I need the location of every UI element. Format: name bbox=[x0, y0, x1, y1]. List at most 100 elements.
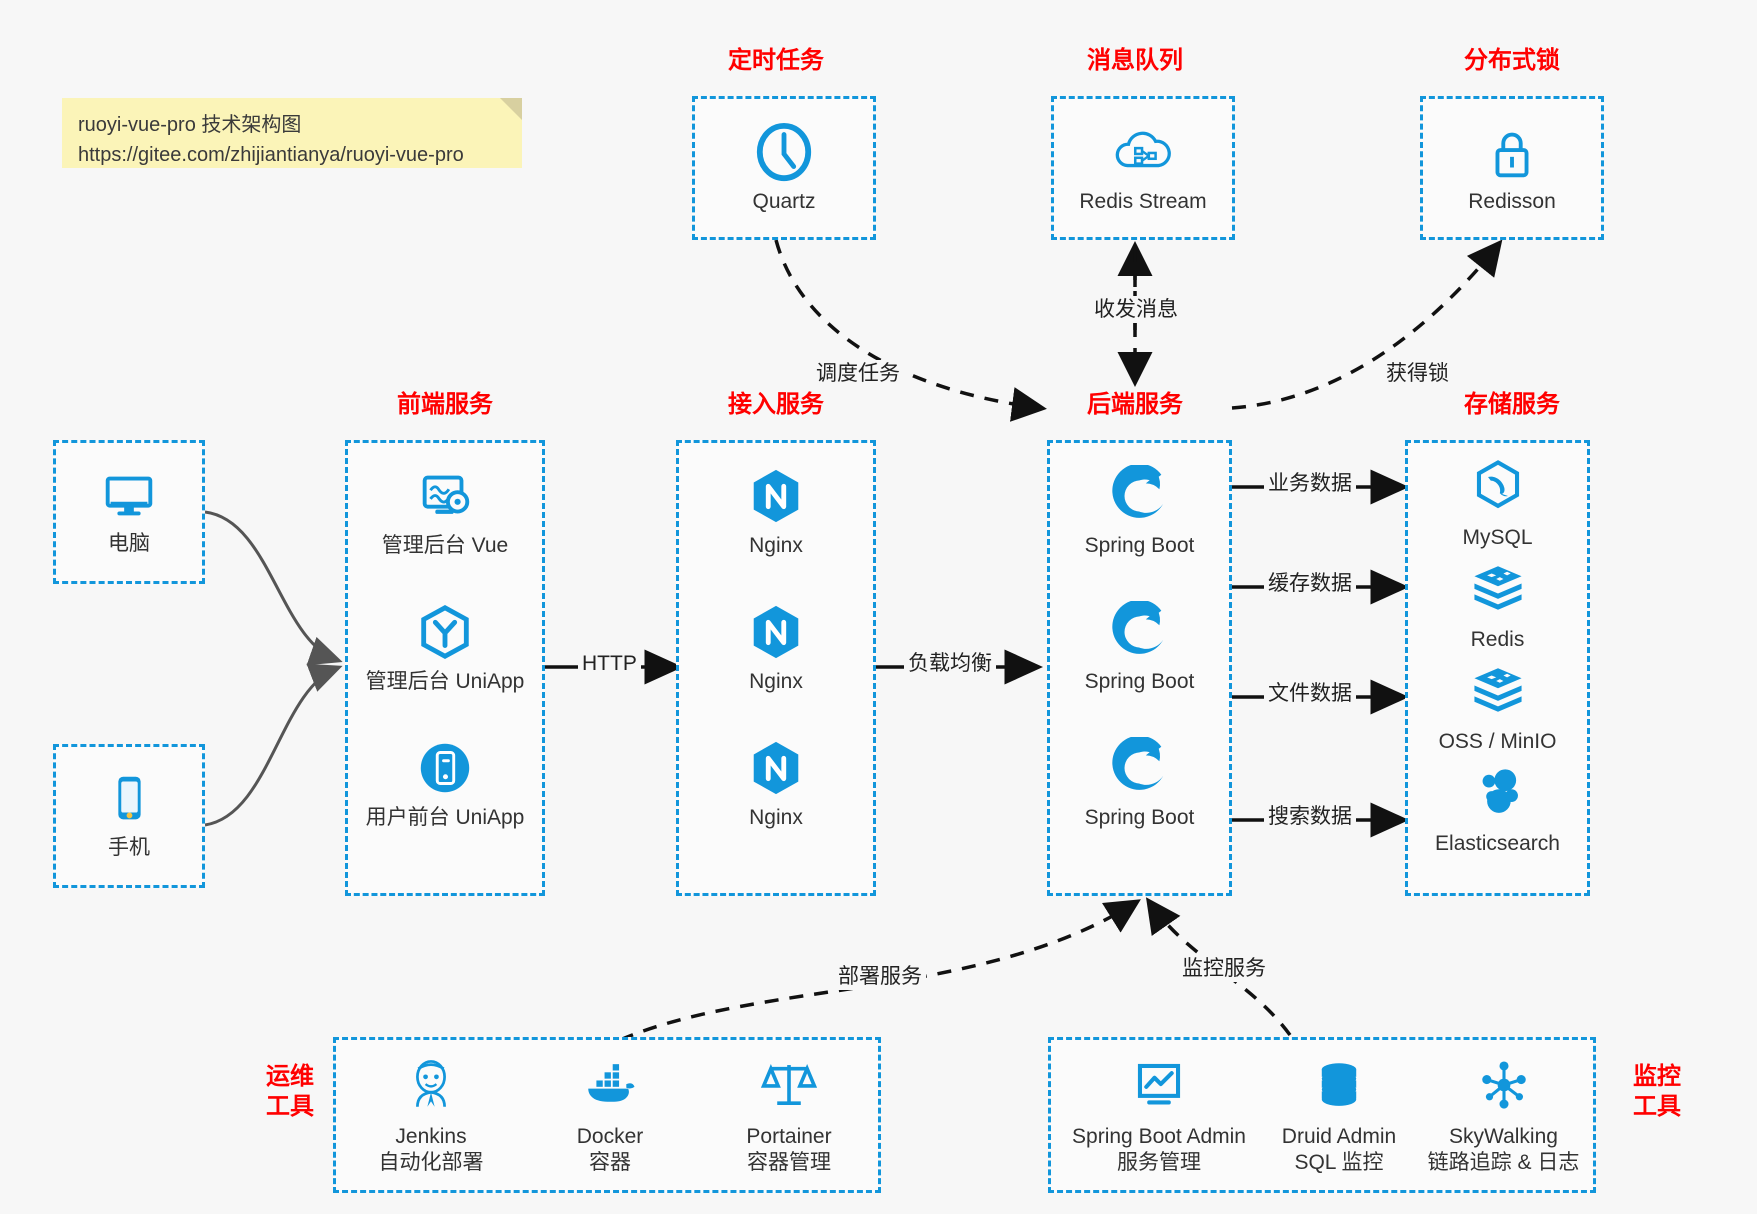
lock-icon bbox=[1481, 121, 1543, 183]
node-sublabel-jenkins: 自动化部署 bbox=[378, 1151, 484, 1175]
redis-stack-icon bbox=[1467, 559, 1529, 621]
node-box-quartz[interactable]: Quartz bbox=[692, 96, 876, 240]
group-title-scheduled-task: 定时任务 bbox=[728, 47, 824, 74]
node-box-frontend-service[interactable]: 管理后台 Vue 管理后台 UniApp 用户前台 UniApp bbox=[345, 440, 545, 896]
node-label-mysql: MySQL bbox=[1462, 526, 1533, 549]
node-label-spring-boot-admin: Spring Boot Admin bbox=[1072, 1125, 1246, 1148]
cell-nginx-2[interactable]: Nginx bbox=[679, 601, 873, 695]
cell-druid-admin[interactable]: Druid Admin SQL 监控 bbox=[1249, 1056, 1429, 1177]
cell-phone: 手机 bbox=[56, 767, 202, 861]
node-box-desktop[interactable]: 电脑 bbox=[53, 440, 205, 584]
note-line-2: https://gitee.com/zhijiantianya/ruoyi-vu… bbox=[78, 144, 464, 166]
node-box-redisson[interactable]: Redisson bbox=[1420, 96, 1604, 240]
edge-label-cache-data: 缓存数据 bbox=[1264, 570, 1356, 598]
cell-spring-boot-1[interactable]: Spring Boot bbox=[1050, 463, 1229, 559]
note-dogear-icon bbox=[500, 98, 522, 120]
node-label-elasticsearch: Elasticsearch bbox=[1435, 832, 1560, 855]
edge-label-acquire-lock: 获得锁 bbox=[1382, 360, 1453, 388]
cell-admin-uniapp[interactable]: 管理后台 UniApp bbox=[348, 601, 542, 695]
edge-label-http: HTTP bbox=[578, 650, 641, 678]
cell-skywalking[interactable]: SkyWalking 链路追踪 & 日志 bbox=[1411, 1056, 1596, 1177]
node-label-spring-boot-3: Spring Boot bbox=[1084, 806, 1195, 829]
monitor-chart-icon bbox=[1128, 1056, 1190, 1118]
cell-spring-boot-admin[interactable]: Spring Boot Admin 服务管理 bbox=[1059, 1056, 1259, 1177]
spring-leaf-icon bbox=[1109, 463, 1171, 527]
cell-spring-boot-3[interactable]: Spring Boot bbox=[1050, 735, 1229, 831]
cell-mysql[interactable]: MySQL bbox=[1408, 457, 1587, 551]
node-label-skywalking: SkyWalking bbox=[1449, 1125, 1558, 1148]
node-label-user-uniapp: 用户前台 UniApp bbox=[365, 806, 525, 829]
node-box-backend-service[interactable]: Spring Boot Spring Boot Spring Boot bbox=[1047, 440, 1232, 896]
cell-desktop: 电脑 bbox=[56, 463, 202, 557]
node-box-monitor-tools[interactable]: Spring Boot Admin 服务管理 Druid Admin SQL 监… bbox=[1048, 1037, 1596, 1193]
cell-jenkins[interactable]: Jenkins 自动化部署 bbox=[346, 1056, 516, 1177]
edge-label-monitor-service: 监控服务 bbox=[1178, 955, 1270, 983]
dashboard-gear-icon bbox=[414, 465, 476, 527]
node-box-storage-service[interactable]: MySQL Redis OSS bbox=[1405, 440, 1590, 896]
node-label-admin-vue: 管理后台 Vue bbox=[381, 534, 509, 557]
node-label-desktop: 电脑 bbox=[108, 532, 150, 555]
node-label-nginx-3: Nginx bbox=[749, 806, 803, 829]
cell-redis[interactable]: Redis bbox=[1408, 559, 1587, 653]
mysql-dolphin-icon bbox=[1467, 457, 1529, 519]
cell-quartz: Quartz bbox=[695, 121, 873, 215]
group-title-message-queue: 消息队列 bbox=[1087, 47, 1183, 74]
edge-label-file-data: 文件数据 bbox=[1264, 680, 1356, 708]
group-title-frontend-service: 前端服务 bbox=[397, 391, 493, 418]
desktop-icon bbox=[98, 463, 160, 525]
elasticsearch-icon bbox=[1467, 763, 1529, 825]
edge-label-deploy-service: 部署服务 bbox=[834, 963, 926, 991]
node-label-oss-minio: OSS / MinIO bbox=[1438, 730, 1557, 753]
node-label-portainer: Portainer bbox=[746, 1125, 832, 1148]
phone-icon bbox=[98, 767, 160, 829]
cell-nginx-1[interactable]: Nginx bbox=[679, 465, 873, 559]
cell-elasticsearch[interactable]: Elasticsearch bbox=[1408, 763, 1587, 857]
spring-leaf-icon bbox=[1109, 735, 1171, 799]
node-label-redisson: Redisson bbox=[1468, 190, 1556, 213]
node-label-druid-admin: Druid Admin bbox=[1281, 1125, 1397, 1148]
wire-phone-to-frontend bbox=[204, 663, 343, 827]
wire-schedule-task bbox=[774, 239, 1047, 422]
wire-acquire-lock bbox=[1231, 239, 1503, 410]
edge-label-business-data: 业务数据 bbox=[1264, 470, 1356, 498]
redis-stack-icon bbox=[1467, 661, 1529, 723]
node-sublabel-portainer: 容器管理 bbox=[747, 1151, 831, 1175]
cell-nginx-3[interactable]: Nginx bbox=[679, 737, 873, 831]
scales-icon bbox=[758, 1056, 820, 1118]
cell-admin-vue[interactable]: 管理后台 Vue bbox=[348, 465, 542, 559]
node-label-redis-stream: Redis Stream bbox=[1079, 190, 1207, 213]
node-label-redis: Redis bbox=[1470, 628, 1525, 651]
group-title-monitor-tools: 监控 工具 bbox=[1633, 1063, 1681, 1120]
group-title-storage-service: 存储服务 bbox=[1464, 391, 1560, 418]
group-title-distributed-lock: 分布式锁 bbox=[1464, 47, 1560, 74]
group-title-devops-tools: 运维 工具 bbox=[266, 1063, 314, 1120]
cell-redis-stream: Redis Stream bbox=[1054, 121, 1232, 215]
group-title-gateway-service: 接入服务 bbox=[728, 391, 824, 418]
cell-oss-minio[interactable]: OSS / MinIO bbox=[1408, 661, 1587, 755]
note-card: ruoyi-vue-pro 技术架构图 https://gitee.com/zh… bbox=[62, 98, 522, 168]
spring-leaf-icon bbox=[1109, 599, 1171, 663]
cell-user-uniapp[interactable]: 用户前台 UniApp bbox=[348, 737, 542, 831]
cell-docker[interactable]: Docker 容器 bbox=[525, 1056, 695, 1177]
clock-icon bbox=[753, 121, 815, 183]
cell-redisson: Redisson bbox=[1423, 121, 1601, 215]
wire-desktop-to-frontend bbox=[204, 510, 343, 666]
node-label-docker: Docker bbox=[576, 1125, 644, 1148]
docker-whale-icon bbox=[579, 1056, 641, 1118]
cell-spring-boot-2[interactable]: Spring Boot bbox=[1050, 599, 1229, 695]
note-line-1: ruoyi-vue-pro 技术架构图 bbox=[78, 114, 302, 136]
mobile-circle-icon bbox=[414, 737, 476, 799]
cell-portainer[interactable]: Portainer 容器管理 bbox=[704, 1056, 874, 1177]
node-box-gateway-service[interactable]: Nginx Nginx Nginx bbox=[676, 440, 876, 896]
node-label-jenkins: Jenkins bbox=[395, 1125, 467, 1148]
jenkins-butler-icon bbox=[400, 1056, 462, 1118]
node-sublabel-skywalking: 链路追踪 & 日志 bbox=[1427, 1151, 1580, 1175]
node-box-devops-tools[interactable]: Jenkins 自动化部署 Docker 容器 bbox=[333, 1037, 881, 1193]
node-sublabel-docker: 容器 bbox=[589, 1151, 631, 1175]
edge-label-search-data: 搜索数据 bbox=[1264, 803, 1356, 831]
node-box-phone[interactable]: 手机 bbox=[53, 744, 205, 888]
node-box-redis-stream[interactable]: Redis Stream bbox=[1051, 96, 1235, 240]
node-label-nginx-1: Nginx bbox=[749, 534, 803, 557]
node-label-spring-boot-1: Spring Boot bbox=[1084, 534, 1195, 557]
